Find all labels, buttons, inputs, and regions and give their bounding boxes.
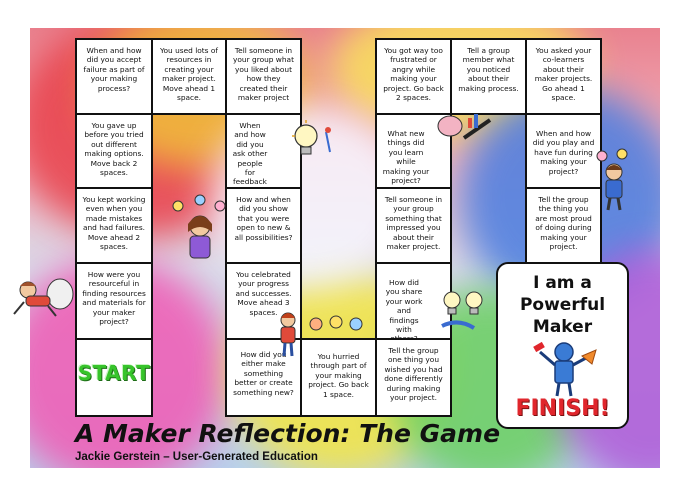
space-text: How and when did you show that you were … [234,195,293,242]
space-text: Tell a group member what you noticed abo… [458,46,519,93]
board-space-6[interactable]: Tell someone in your group what you like… [225,38,302,115]
board-space-19[interactable]: When and how did you play and have fun d… [525,113,602,189]
board-space-17[interactable]: Tell a group member what you noticed abo… [450,38,527,115]
board-space-14[interactable]: Tell someone in your group something tha… [375,187,452,264]
crawling-child-icon [13,278,74,317]
finish-label: FINISH! [515,396,610,421]
space-text: You gave up before you tried out differe… [84,121,144,178]
maker-figure-icon [533,341,597,397]
playing-boy-icon [596,148,628,211]
game-title: A Maker Reflection: The Game [75,419,501,448]
space-text: How did you share your work and findings… [385,278,423,340]
space-text: How were you resourceful in finding reso… [82,270,146,327]
space-text: Tell the group the thing you are most pr… [535,195,592,252]
board-space-11[interactable]: You hurried through part of your making … [300,338,377,417]
board-space-12[interactable]: Tell the group one thing you wished you … [375,338,452,417]
board-space-10[interactable]: How did you either make something better… [225,338,302,417]
space-text: You used lots of resources in creating y… [159,46,218,103]
space-text: You hurried through part of your making … [308,352,369,399]
board-space-1[interactable]: When and how did you accept failure as p… [75,38,153,115]
space-text: You kept working even when you made mist… [82,195,146,252]
lightbulb-icon [292,120,331,155]
space-text: Tell the group one thing you wished you … [384,346,443,403]
finish-space[interactable]: I am a Powerful Maker FINISH! [496,262,629,429]
board-space-13[interactable]: How did you share your work and findings… [375,262,452,340]
board-space-5[interactable]: You used lots of resources in creating y… [151,38,227,115]
space-text: Tell someone in your group something tha… [384,195,443,252]
space-text: How did you either make something better… [233,350,294,397]
girl-with-lightbulbs-icon [172,194,226,259]
board-space-18[interactable]: You asked your co-learners about their m… [525,38,602,115]
board-space-20[interactable]: Tell the group the thing you are most pr… [525,187,602,264]
board-space-3[interactable]: You kept working even when you made mist… [75,187,153,264]
start-space[interactable] [75,338,153,417]
sharing-lightbulbs-icon [441,291,483,330]
finish-title-line-2: Powerful [519,295,606,315]
brain-drawing-hand-icon [437,114,492,140]
board-space-9[interactable]: You celebrated your progress and success… [225,262,302,340]
board-space-4[interactable]: How were you resourceful in finding reso… [75,262,153,340]
space-text: You got way too frustrated or angry whil… [383,46,444,103]
space-text: You celebrated your progress and success… [235,270,292,317]
boy-with-lightbulbs-icon [280,312,363,357]
finish-title-line-3: Maker [532,317,593,337]
space-text: When and how did you play and have fun d… [532,129,595,176]
byline: Jackie Gerstein – User-Generated Educati… [75,451,318,463]
space-text: Tell someone in your group what you like… [233,46,294,103]
space-text: You asked your co-learners about their m… [534,46,593,103]
board-space-8[interactable]: How and when did you show that you were … [225,187,302,264]
board-space-2[interactable]: You gave up before you tried out differe… [75,113,153,189]
finish-title-line-1: I am a [533,273,592,293]
space-text: When and how did you accept failure as p… [83,46,145,93]
board-space-16[interactable]: You got way too frustrated or angry whil… [375,38,452,115]
start-label: START [77,361,151,385]
space-text: When and how did you ask other people fo… [232,121,268,187]
space-text: What new things did you learn while maki… [382,129,430,186]
finish-title: I am a Powerful Maker [498,272,627,338]
